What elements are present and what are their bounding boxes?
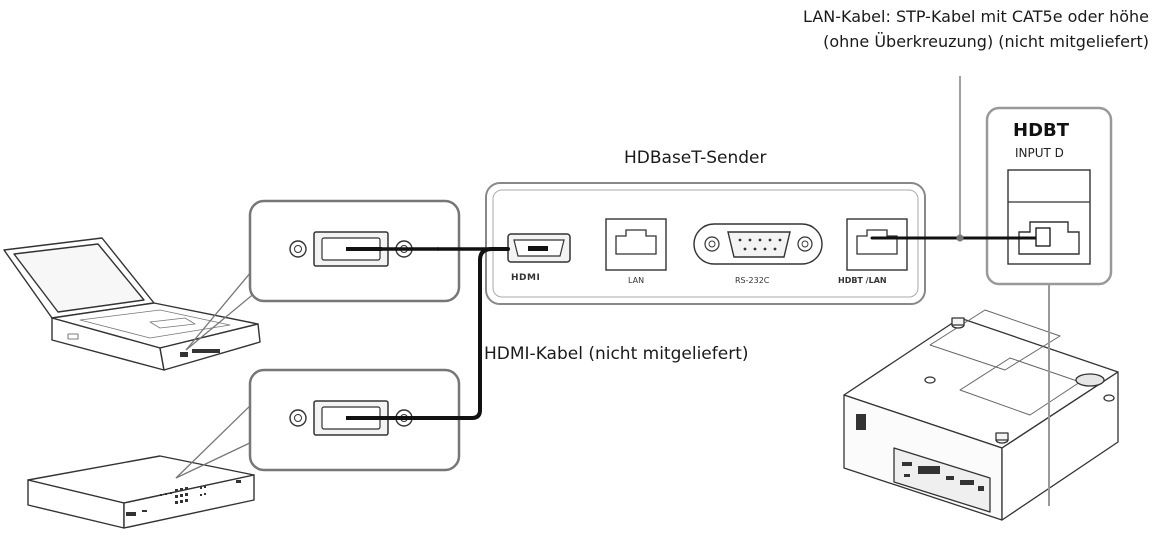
sender-rs232c-port <box>693 223 823 265</box>
rs232c-port-label: RS-232C <box>735 276 770 285</box>
sender-lan-port <box>605 218 667 271</box>
lan-port-label: LAN <box>628 276 645 285</box>
input-d-label: INPUT D <box>1015 146 1064 160</box>
laptop <box>3 237 261 371</box>
callout-lines <box>175 265 257 479</box>
lan-cable-label: LAN-Kabel: STP-Kabel mit CAT5e oder höhe… <box>803 4 1149 54</box>
hdbt-brand-label: HDBT <box>1013 120 1070 141</box>
hdbt-lan-port-label: HDBT /LAN <box>838 276 887 285</box>
hdmi-cable-label: HDMI-Kabel (nicht mitgeliefert) <box>484 344 749 364</box>
lan-cable-label-line2: (ohne Überkreuzung) (nicht mitgeliefert) <box>823 32 1149 51</box>
lan-cable <box>870 227 1051 247</box>
projector-input-panel <box>985 106 1113 286</box>
lan-cable-label-line1: LAN-Kabel: STP-Kabel mit CAT5e oder höhe <box>803 7 1149 26</box>
hdmi-port-label: HDMI <box>511 273 541 283</box>
sender-title: HDBaseT-Sender <box>624 148 767 168</box>
hdmi-cables <box>346 246 548 420</box>
projector <box>843 309 1119 521</box>
sender-hdbt-lan-port <box>846 218 908 271</box>
hdbaset-sender-panel <box>485 182 926 305</box>
media-player <box>27 455 255 529</box>
